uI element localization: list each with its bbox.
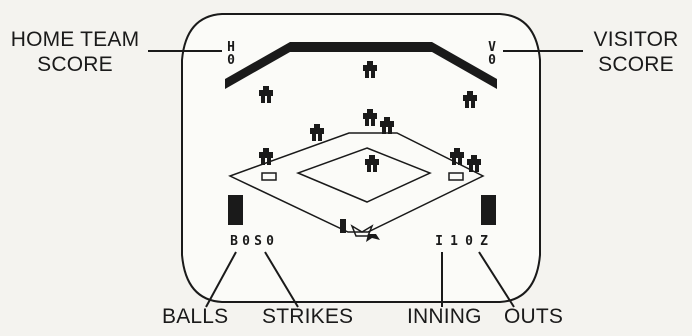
strikes-letter: S: [254, 234, 262, 249]
visitor-score-label: VISITOR SCORE: [586, 27, 686, 77]
strikes-label: STRIKES: [262, 304, 353, 329]
inning-value: 1: [450, 234, 458, 249]
strikes-value: 0: [266, 234, 274, 249]
balls-label: BALLS: [162, 304, 228, 329]
first-base: [449, 173, 463, 180]
home-team-score-label-line1: HOME TEAM: [6, 27, 144, 52]
balls-value: 0: [242, 234, 250, 249]
home-team-score-label-line2: SCORE: [6, 52, 144, 77]
visitor-score-label-line1: VISITOR: [586, 27, 686, 52]
home-score-value: 0: [227, 53, 235, 68]
visitor-score-label-line2: SCORE: [586, 52, 686, 77]
right-side-bar: [481, 195, 496, 225]
inning-letter: I: [435, 234, 443, 249]
outs-letter: Z: [480, 234, 488, 249]
inning-label: INNING: [407, 304, 482, 329]
tv-screen-frame: [182, 14, 540, 302]
batter: [340, 219, 346, 233]
visitor-score-value: 0: [488, 53, 496, 68]
balls-letter: B: [230, 234, 238, 249]
third-base: [262, 173, 276, 180]
left-side-bar: [228, 195, 243, 225]
home-team-score-label: HOME TEAM SCORE: [6, 27, 144, 77]
outs-value: 0: [465, 234, 473, 249]
outs-label: OUTS: [504, 304, 563, 329]
